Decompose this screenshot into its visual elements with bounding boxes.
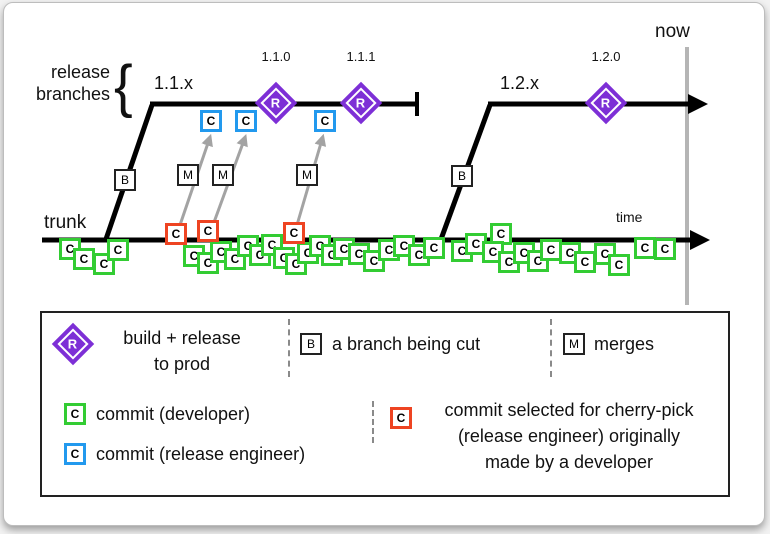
legend-merge-icon: M bbox=[563, 333, 585, 355]
now-label: now bbox=[655, 21, 690, 42]
merge-arrow bbox=[295, 133, 327, 226]
legend-release-engineer-commit-label: commit (release engineer) bbox=[96, 444, 306, 464]
legend-release-icon-letter: R bbox=[68, 336, 78, 352]
legend-release-label: build + release to prod bbox=[100, 325, 264, 377]
release-branches-line1: release bbox=[50, 62, 110, 82]
release-branches-line2: branches bbox=[35, 84, 110, 104]
legend-branch-cut-label: a branch being cut bbox=[332, 334, 481, 354]
legend-divider-3 bbox=[372, 401, 374, 443]
legend-branch-cut-icon: B bbox=[300, 333, 322, 355]
legend-release-engineer-commit-icon: C bbox=[64, 443, 86, 465]
legend-developer-commit-icon: C bbox=[64, 403, 86, 425]
release-branches-label: release branches bbox=[32, 61, 110, 105]
merge-arrow bbox=[178, 133, 213, 226]
legend-cherry-pick-label: commit selected for cherry-pick (release… bbox=[420, 397, 718, 475]
legend-cherry-pick-line1: commit selected for cherry-pick bbox=[444, 400, 694, 420]
legend-divider-1 bbox=[288, 319, 290, 377]
branch-11x-diagonal bbox=[102, 104, 155, 243]
legend-divider-2 bbox=[550, 319, 552, 377]
brace-glyph: { bbox=[114, 52, 133, 119]
legend-cherry-pick-line2: (release engineer) originally bbox=[457, 426, 681, 446]
branch-12x-diagonal bbox=[437, 104, 493, 243]
legend-developer-commit-label: commit (developer) bbox=[96, 404, 251, 424]
time-label: time bbox=[616, 209, 643, 225]
legend-release-label-line2: to prod bbox=[153, 354, 211, 374]
trunk-label: trunk bbox=[44, 212, 87, 233]
branch-lines bbox=[42, 47, 710, 305]
legend-merge-label: merges bbox=[594, 334, 655, 354]
legend-release-icon-inner: R bbox=[57, 328, 89, 360]
legend-release-label-line1: build + release bbox=[123, 328, 241, 348]
legend-release-icon: R bbox=[51, 322, 95, 366]
branch-1-2-x-label: 1.2.x bbox=[500, 73, 540, 93]
merge-arrow bbox=[211, 133, 248, 226]
legend-cherry-pick-line3: made by a developer bbox=[484, 452, 654, 472]
legend-cherry-pick-icon: C bbox=[390, 407, 412, 429]
branch-1-1-x-label: 1.1.x bbox=[154, 73, 194, 93]
legend: R build + release to prod B a branch bei… bbox=[40, 311, 730, 497]
